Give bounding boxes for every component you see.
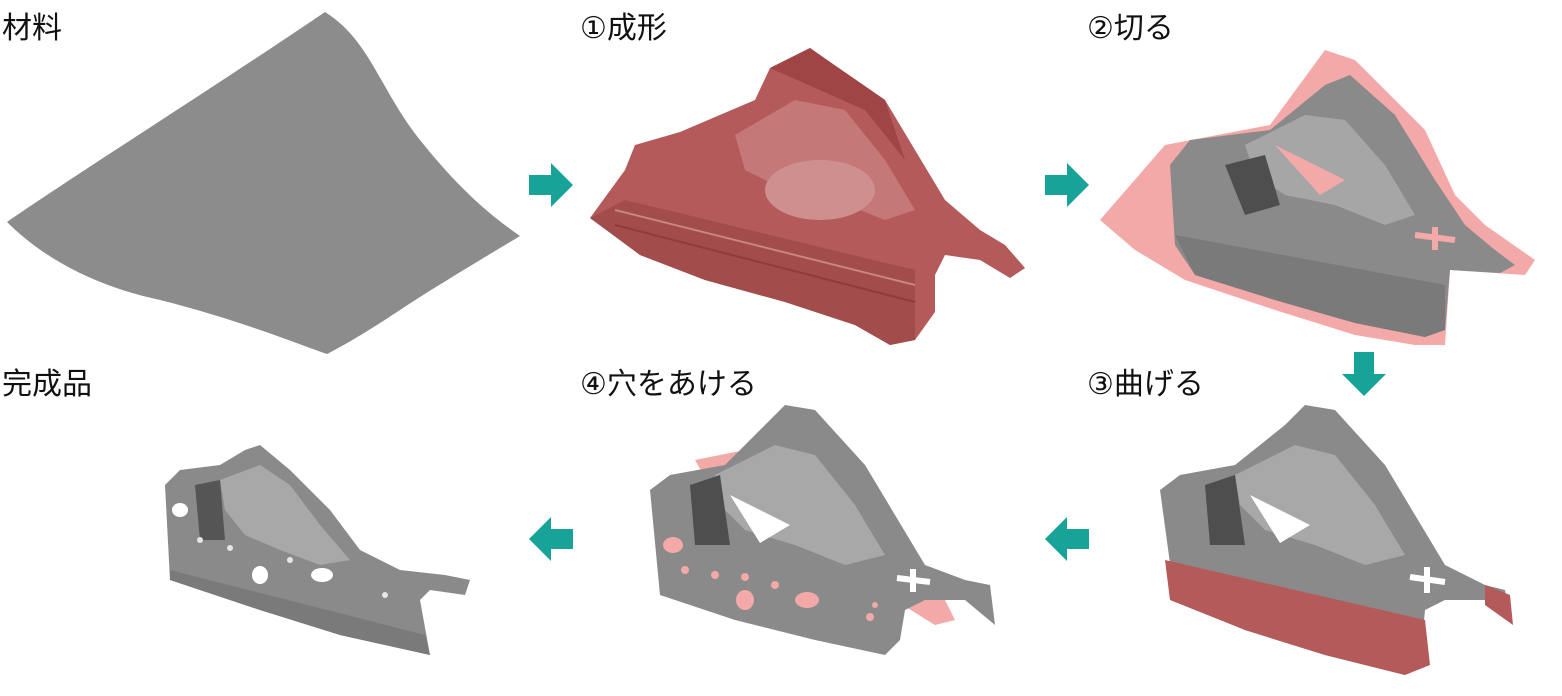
label-forming: ①成形 — [580, 11, 667, 46]
label-finished: 完成品 — [2, 367, 92, 402]
bent-part-cross — [1409, 567, 1446, 593]
label-material: 材料 — [2, 11, 62, 46]
label-bending: ③曲げる — [1087, 367, 1204, 402]
finished-hole — [252, 566, 268, 584]
cut-part-side — [1175, 235, 1445, 337]
finished-hole — [311, 568, 333, 582]
pierce-hole — [771, 581, 779, 589]
label-piercing: ④穴をあける — [580, 367, 757, 402]
pierce-hole — [741, 573, 749, 581]
formed-part-side — [590, 200, 915, 345]
pierced-part-cross — [896, 569, 931, 592]
finished-part-shadow — [195, 480, 225, 540]
formed-part-image — [585, 40, 1045, 350]
cut-part-shadow — [1225, 155, 1280, 215]
pierce-hole — [866, 613, 874, 621]
pierce-hole — [795, 592, 819, 608]
scrap-cross — [1414, 227, 1456, 250]
bent-part-image — [1155, 395, 1525, 685]
cut-part-image — [1095, 45, 1555, 355]
finished-hole — [382, 592, 388, 598]
scrap-window — [1275, 145, 1345, 195]
pierce-hole — [711, 571, 719, 579]
material-sheet-image — [0, 0, 540, 370]
bent-flange-red — [1165, 560, 1430, 675]
formed-part-bowl — [765, 160, 875, 220]
finished-hole — [227, 545, 233, 551]
arrow-left-icon — [1045, 517, 1089, 561]
pierced-part-window — [730, 495, 790, 543]
bent-part-window — [1250, 495, 1310, 543]
pierced-part-image — [645, 395, 1005, 685]
formed-part-ridge — [770, 48, 905, 160]
finished-hole — [172, 503, 188, 517]
finished-part-image — [160, 440, 480, 660]
arrow-left-icon — [529, 517, 573, 561]
arrow-right-icon — [1045, 163, 1089, 207]
finished-hole — [287, 557, 293, 563]
bent-flange-red-right — [1485, 585, 1513, 625]
pierce-hole — [736, 590, 754, 610]
pierced-part-shadow — [690, 475, 730, 545]
finished-part-flange — [170, 570, 430, 655]
finished-hole — [197, 537, 203, 543]
pierce-hole — [872, 602, 878, 608]
pierce-hole — [663, 537, 683, 553]
arrow-down-icon — [1342, 352, 1386, 396]
finished-part-channel — [220, 465, 350, 565]
pierce-hole — [681, 566, 689, 574]
cut-part-channel — [1245, 115, 1415, 225]
pierced-part-channel — [715, 445, 885, 565]
sheet-shape — [7, 12, 520, 354]
bent-part-shadow — [1205, 475, 1245, 545]
arrow-right-icon — [529, 163, 573, 207]
label-cutting: ②切る — [1087, 11, 1174, 46]
bent-part-channel — [1235, 445, 1405, 565]
